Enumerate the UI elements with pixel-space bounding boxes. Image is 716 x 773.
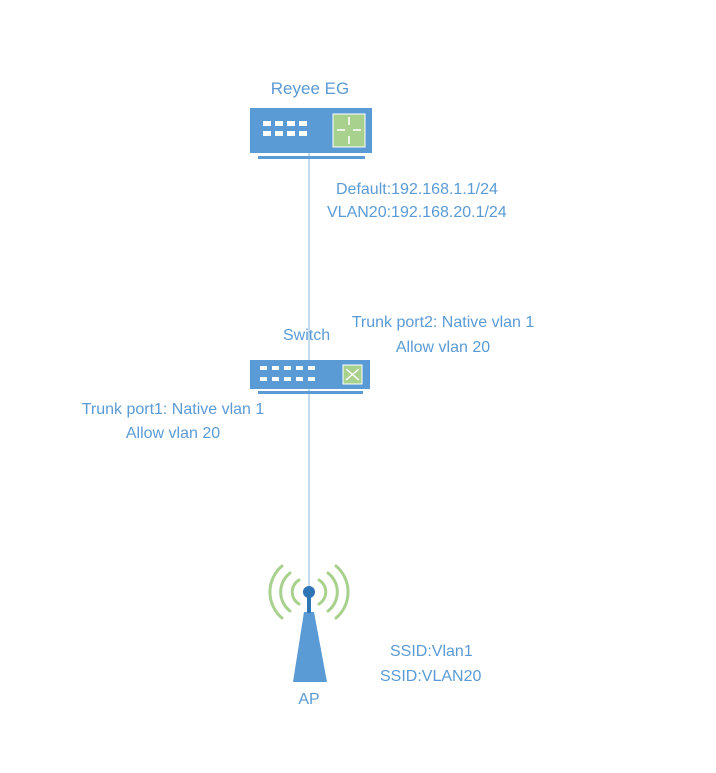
switch-port1-allow: Allow vlan 20 [125,425,221,442]
router-ip-vlan20: VLAN20:192.168.20.1/24 [327,204,507,221]
ssid-vlan1: SSID:Vlan1 [390,643,473,660]
switch-port1-native: Trunk port1: Native vlan 1 [81,401,265,418]
router-icon [250,108,372,159]
router-ip-default: Default:192.168.1.1/24 [336,181,498,198]
ssid-vlan20: SSID:VLAN20 [380,668,482,685]
ap-label: AP [298,691,320,708]
router-label: Reyee EG [270,79,350,98]
switch-port2-native: Trunk port2: Native vlan 1 [351,314,535,331]
switch-icon [250,360,370,394]
switch-label: Switch [283,327,331,344]
switch-port2-allow: Allow vlan 20 [395,339,491,356]
access-point-icon [268,564,350,682]
